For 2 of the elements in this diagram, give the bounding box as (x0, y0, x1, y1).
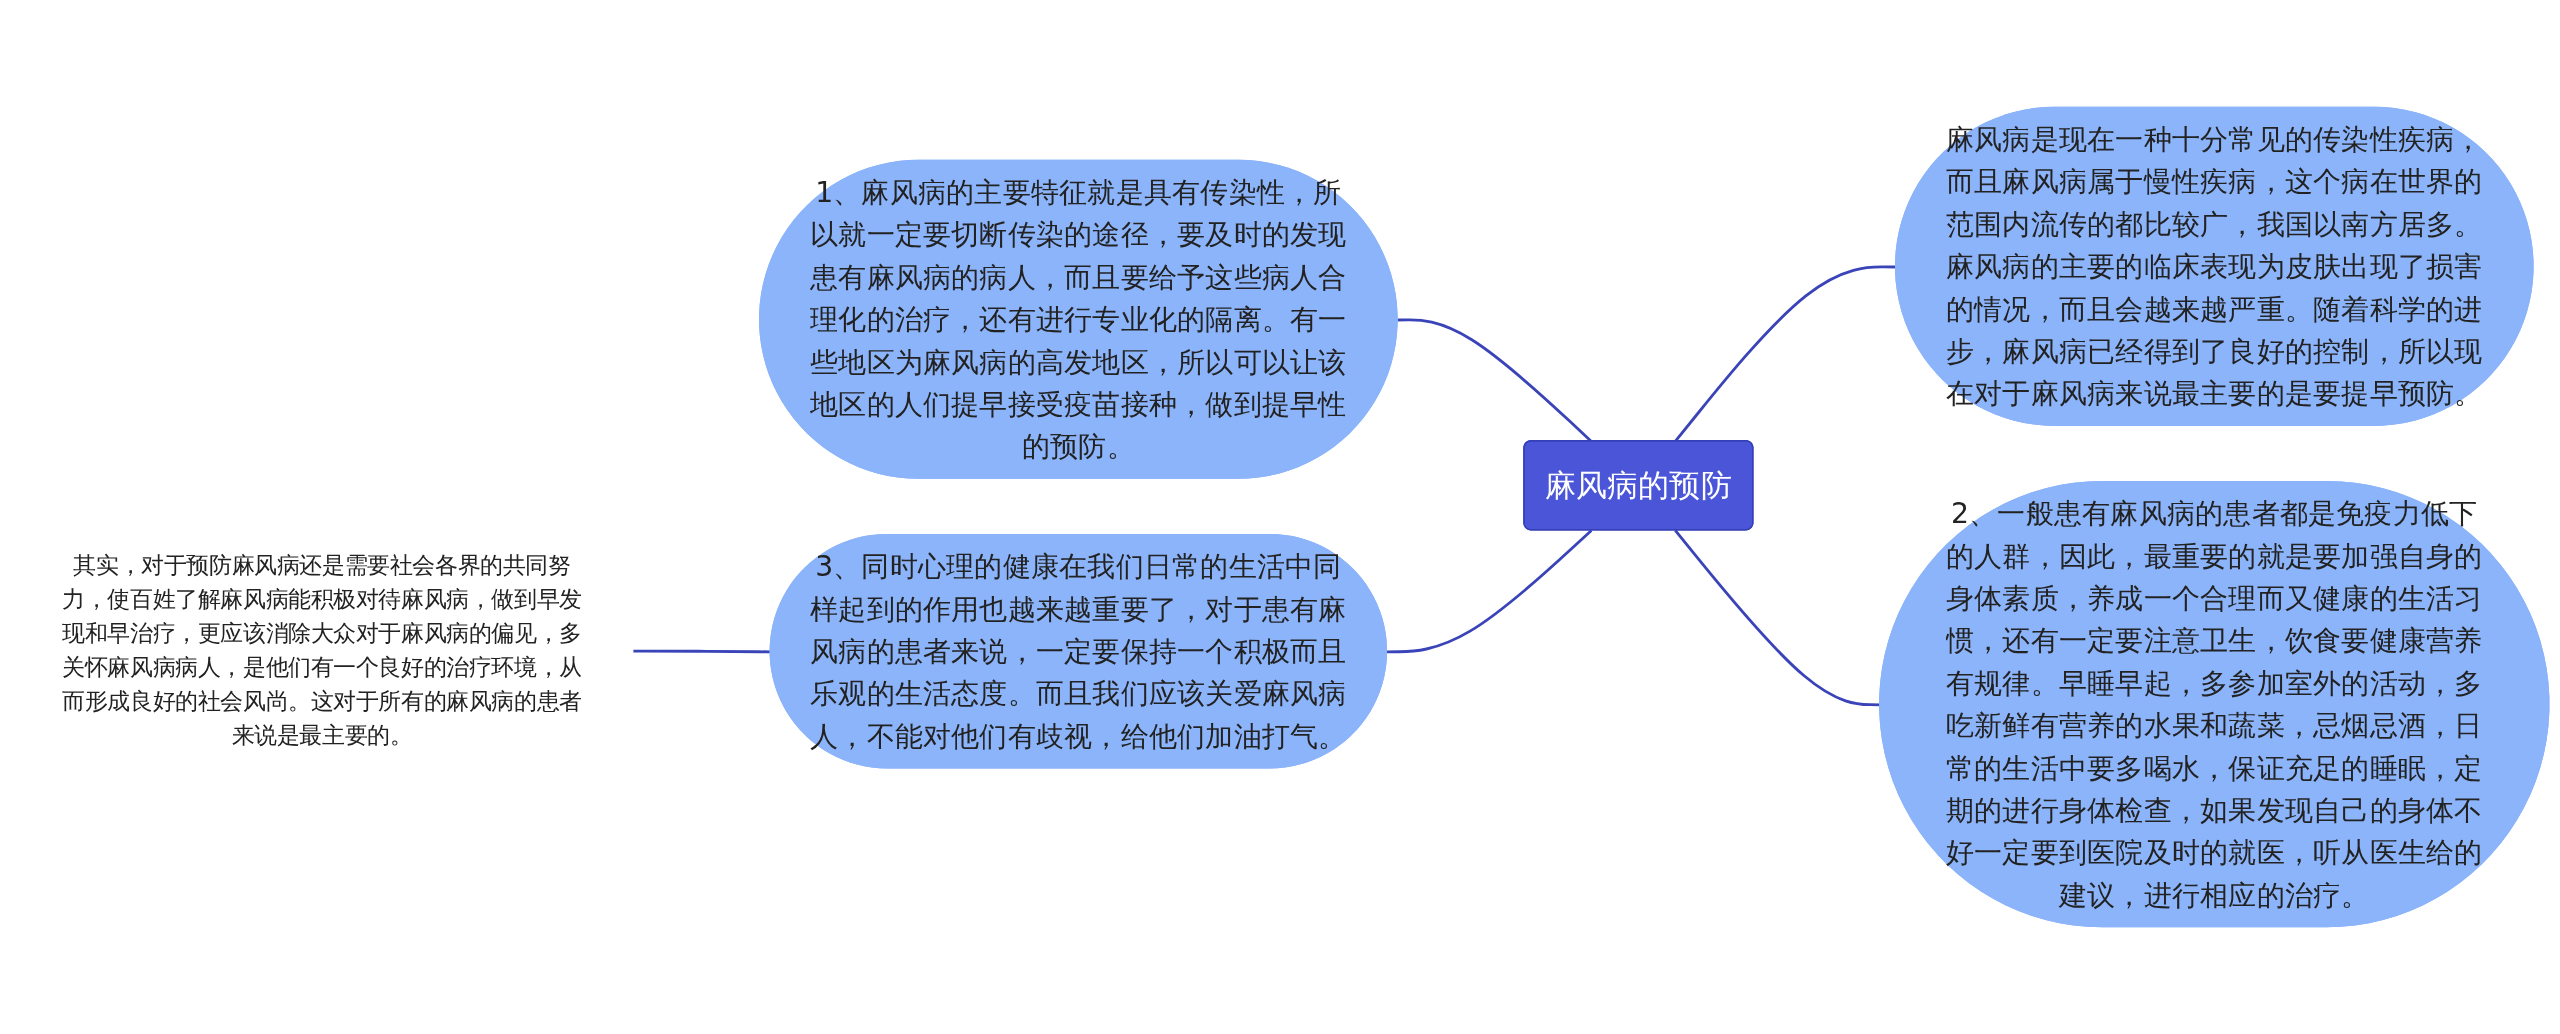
connector (1387, 529, 1593, 654)
node-text: 其实，对于预防麻风病还是需要社会各界的共同努力，使百姓了解麻风病能积极对待麻风病，做到早发现和早治疗，更应该消除大众对于麻风病的偏见，多关怀麻风病病人，是他们有一个良好的治疗环境，从而形成良好的社会风尚。这对于所有的麻风病的患者来说是最主要的。 (62, 552, 582, 749)
